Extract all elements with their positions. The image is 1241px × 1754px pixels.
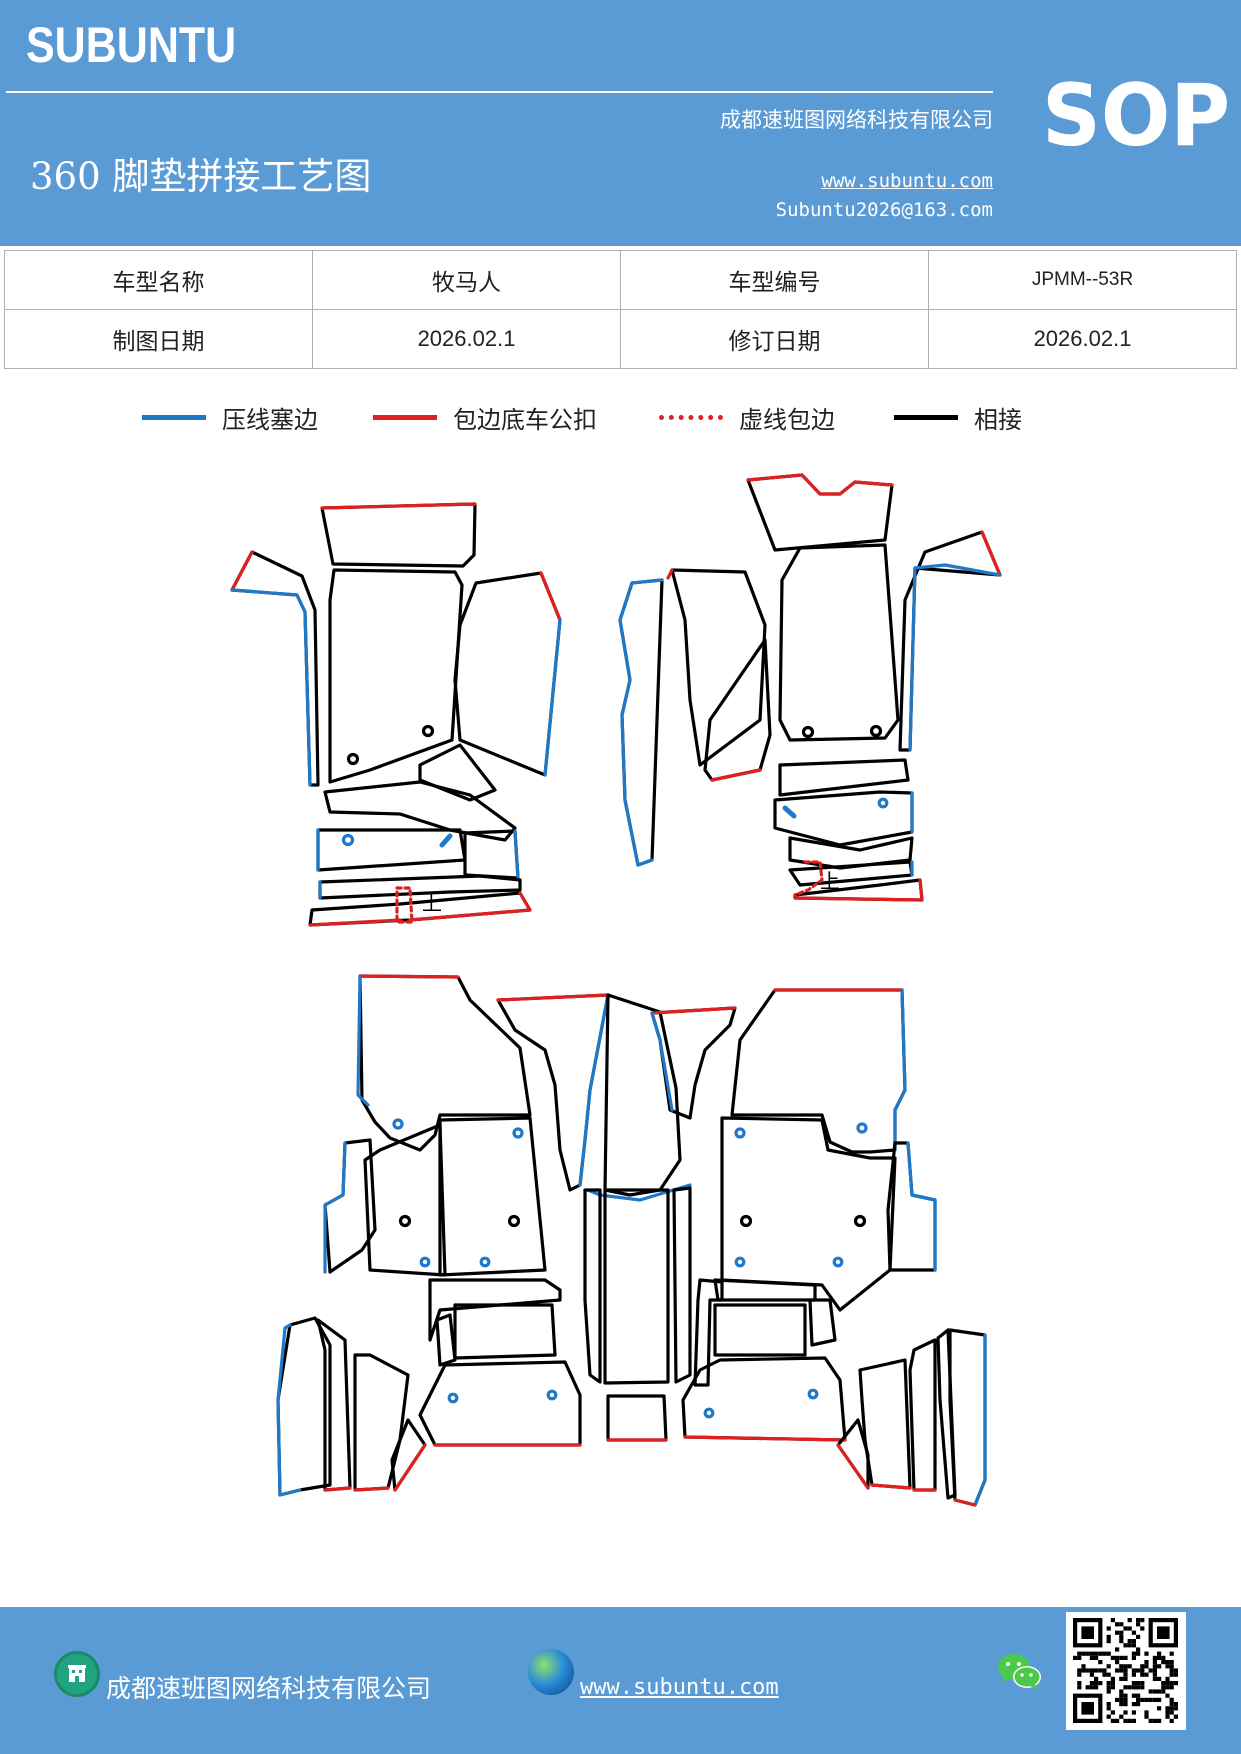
legend-item: 相接 bbox=[894, 400, 1022, 435]
brand-logo: SUBUNTU bbox=[26, 17, 237, 73]
label-model-code: 车型编号 bbox=[620, 250, 929, 310]
mat-cluster-top-right bbox=[618, 473, 1002, 902]
value-revise-date: 2026.02.1 bbox=[928, 309, 1237, 369]
line-legend: 压线塞边 包边底车公扣 虚线包边 相接 bbox=[0, 400, 1241, 440]
legend-label: 相接 bbox=[974, 406, 1022, 434]
legend-item: 包边底车公扣 bbox=[373, 400, 597, 435]
label-draw-date: 制图日期 bbox=[4, 309, 313, 369]
wechat-icon[interactable] bbox=[996, 1650, 1044, 1698]
building-icon bbox=[54, 1651, 100, 1697]
up-label: 上 bbox=[820, 869, 840, 893]
legend-label: 虚线包边 bbox=[739, 406, 835, 434]
legend-swatch-red-dotted bbox=[659, 415, 723, 420]
label-revise-date: 修订日期 bbox=[620, 309, 929, 369]
up-label: 上 bbox=[422, 891, 442, 915]
sop-badge: SOP bbox=[1042, 66, 1231, 166]
mat-cluster-bottom bbox=[276, 974, 987, 1507]
legend-item: 压线塞边 bbox=[142, 400, 318, 435]
value-model-code: JPMM--53R bbox=[928, 250, 1237, 310]
floor-mat-diagram: 上 上 bbox=[230, 473, 1002, 1507]
globe-icon bbox=[528, 1649, 574, 1695]
header-email: Subuntu2026@163.com bbox=[775, 199, 993, 221]
qr-code bbox=[1066, 1612, 1186, 1730]
footer-company: 成都速班图网络科技有限公司 bbox=[106, 1674, 432, 1703]
legend-swatch-red bbox=[373, 415, 437, 420]
legend-label: 包边底车公扣 bbox=[453, 406, 597, 434]
legend-swatch-black bbox=[894, 415, 958, 420]
header-website-link[interactable]: www.subuntu.com bbox=[821, 170, 993, 192]
legend-label: 压线塞边 bbox=[222, 406, 318, 434]
header-divider bbox=[6, 91, 993, 93]
label-model-name: 车型名称 bbox=[4, 250, 313, 310]
table-row: 车型名称 牧马人 车型编号 JPMM--53R bbox=[4, 250, 1237, 310]
header-company: 成都速班图网络科技有限公司 bbox=[720, 108, 993, 132]
info-table: 车型名称 牧马人 车型编号 JPMM--53R 制图日期 2026.02.1 修… bbox=[4, 250, 1237, 369]
legend-item: 虚线包边 bbox=[659, 400, 835, 435]
value-model-name: 牧马人 bbox=[312, 250, 621, 310]
header-banner bbox=[0, 0, 1241, 246]
footer-website-link[interactable]: www.subuntu.com bbox=[580, 1675, 779, 1700]
value-draw-date: 2026.02.1 bbox=[312, 309, 621, 369]
legend-swatch-blue bbox=[142, 415, 206, 420]
mat-cluster-top-left bbox=[230, 502, 562, 927]
page-title: 360 脚垫拼接工艺图 bbox=[30, 155, 372, 198]
table-row: 制图日期 2026.02.1 修订日期 2026.02.1 bbox=[4, 309, 1237, 369]
